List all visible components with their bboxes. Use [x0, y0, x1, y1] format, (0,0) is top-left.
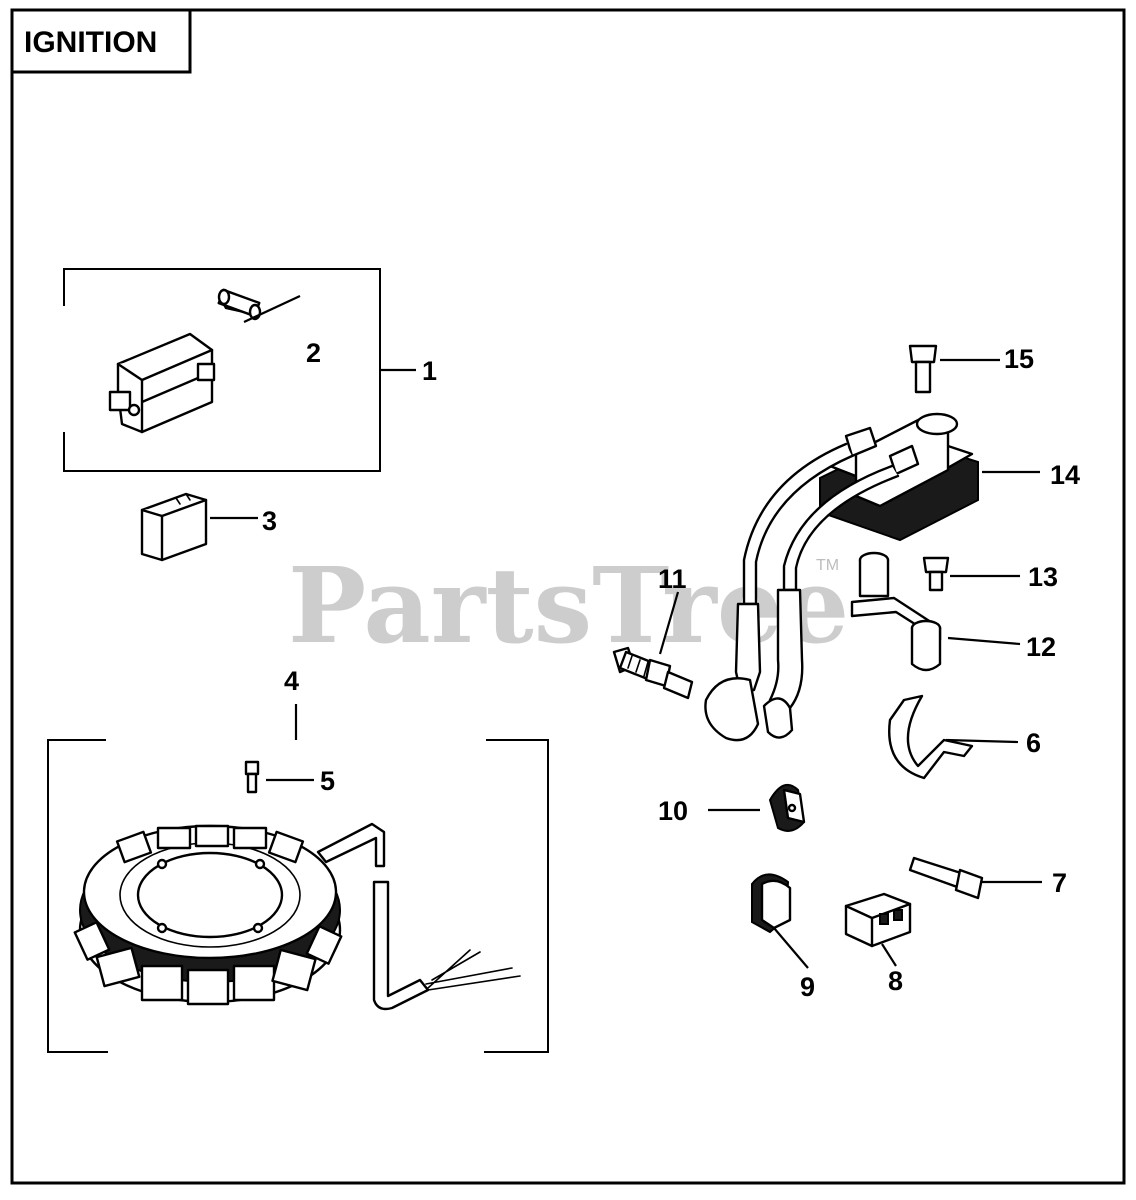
spark-plug-part[interactable] — [612, 646, 694, 700]
callout-11[interactable]: 11 — [658, 564, 687, 594]
kit-box-4 — [47, 739, 549, 1053]
diagram-frame — [10, 8, 1126, 1185]
callout-1[interactable]: 1 — [422, 356, 437, 386]
callout-9[interactable]: 9 — [800, 972, 815, 1002]
callout-15[interactable]: 15 — [1004, 344, 1034, 374]
callout-12[interactable]: 12 — [1026, 632, 1056, 662]
callouts: 1 2 3 4 5 6 7 8 9 10 11 12 13 14 15 — [262, 338, 1080, 1002]
title-box: IGNITION — [10, 8, 192, 74]
callout-5[interactable]: 5 — [320, 766, 335, 796]
callout-7[interactable]: 7 — [1052, 868, 1067, 898]
ignition-module-part[interactable] — [108, 332, 216, 434]
page-title: IGNITION — [24, 26, 157, 59]
fuse-part[interactable] — [217, 288, 262, 321]
bolt-15-part[interactable] — [908, 344, 938, 394]
callout-8[interactable]: 8 — [888, 966, 903, 996]
callout-6[interactable]: 6 — [1026, 728, 1041, 758]
screw-part[interactable] — [244, 760, 260, 794]
stator-part[interactable] — [73, 822, 521, 1011]
bolt-13-part[interactable] — [922, 556, 950, 592]
callout-2[interactable]: 2 — [306, 338, 321, 368]
grommet-part[interactable] — [768, 783, 806, 832]
leader-lines — [210, 295, 1042, 969]
bolt-7-part[interactable] — [908, 856, 984, 900]
watermark: PartsTree TM — [288, 544, 849, 667]
ignition-coil-part[interactable] — [704, 412, 979, 742]
bracket-part[interactable] — [850, 551, 942, 672]
watermark-text: PartsTree — [288, 544, 849, 667]
callout-14[interactable]: 14 — [1050, 460, 1080, 490]
watermark-trademark: TM — [816, 557, 839, 574]
connector-part[interactable] — [844, 892, 912, 948]
grommet-9-part[interactable] — [751, 873, 792, 934]
callout-4[interactable]: 4 — [284, 666, 299, 696]
callout-10[interactable]: 10 — [658, 796, 688, 826]
chip-part[interactable] — [140, 492, 208, 562]
callout-13[interactable]: 13 — [1028, 562, 1058, 592]
callout-3[interactable]: 3 — [262, 506, 277, 536]
clamp-part[interactable] — [888, 694, 974, 780]
